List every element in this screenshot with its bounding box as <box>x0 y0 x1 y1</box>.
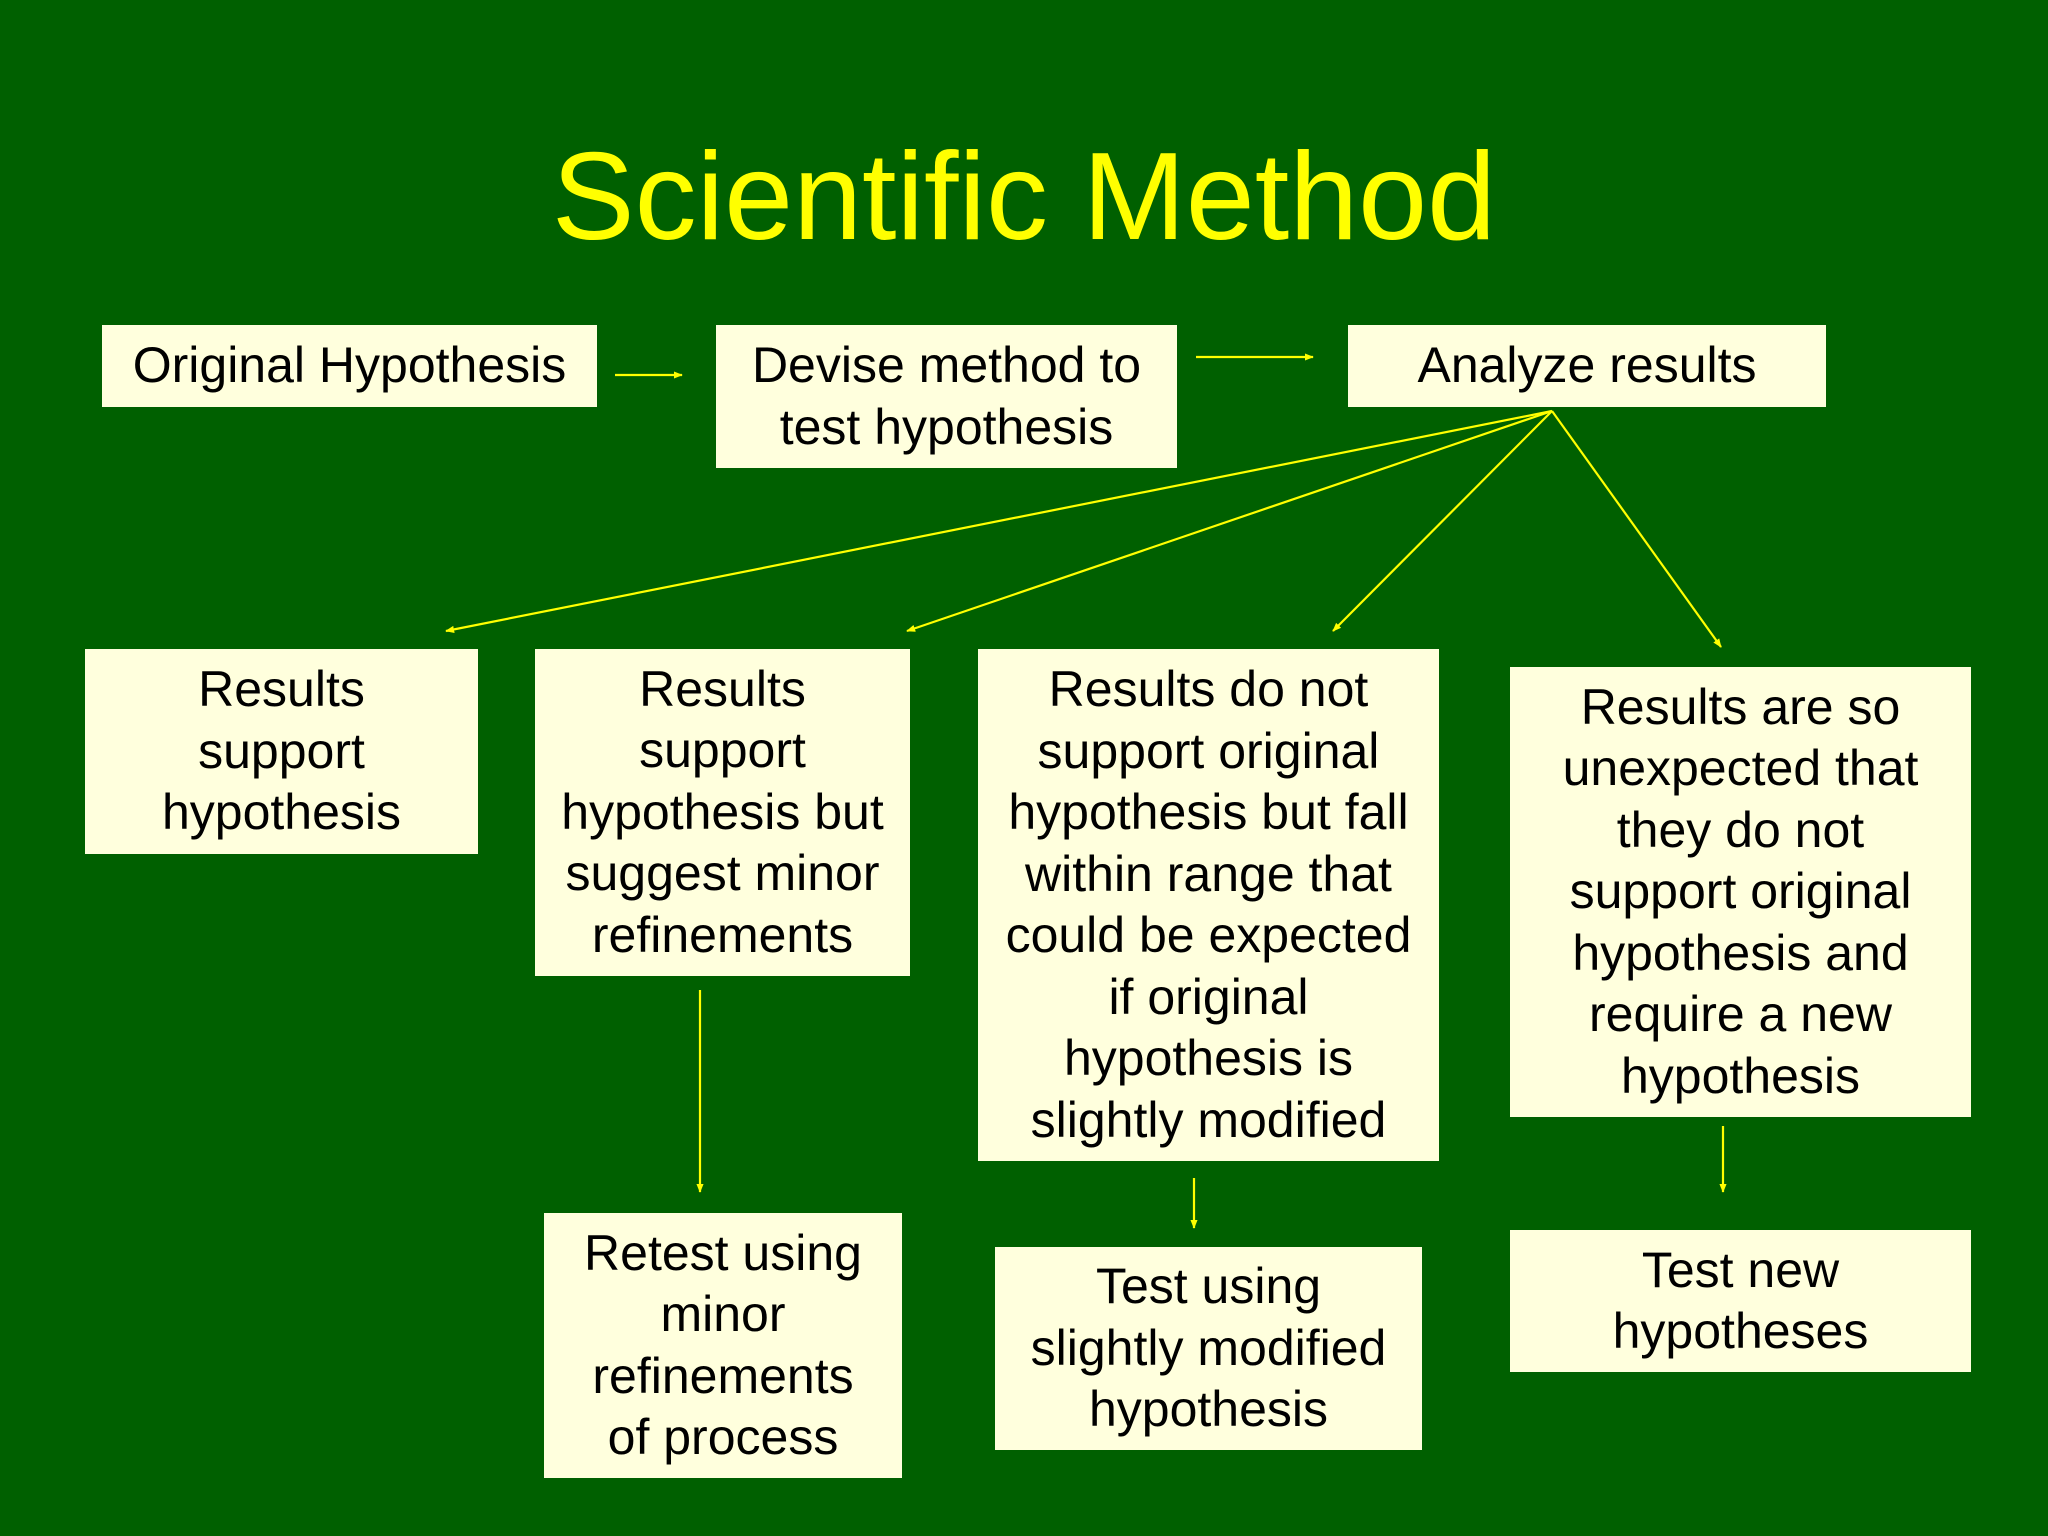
results-slightly-modified-box: Results do not support original hypothes… <box>978 649 1439 1161</box>
arrow-analyze-to-slight <box>1332 410 1553 632</box>
original-hypothesis-box: Original Hypothesis <box>102 325 597 407</box>
analyze-results-box: Analyze results <box>1348 325 1826 407</box>
results-support-box: Results support hypothesis <box>85 649 478 854</box>
test-modified-hypothesis-box: Test using slightly modified hypothesis <box>995 1247 1422 1450</box>
devise-method-box: Devise method to test hypothesis <box>716 325 1177 468</box>
test-new-hypotheses-box: Test new hypotheses <box>1510 1230 1971 1372</box>
retest-minor-refinements-box: Retest using minor refinements of proces… <box>544 1213 902 1478</box>
results-unexpected-box: Results are so unexpected that they do n… <box>1510 667 1971 1117</box>
arrow-analyze-to-unexpected <box>1551 410 1722 648</box>
page-title: Scientific Method <box>551 128 1497 266</box>
results-minor-refinements-box: Results support hypothesis but suggest m… <box>535 649 910 976</box>
